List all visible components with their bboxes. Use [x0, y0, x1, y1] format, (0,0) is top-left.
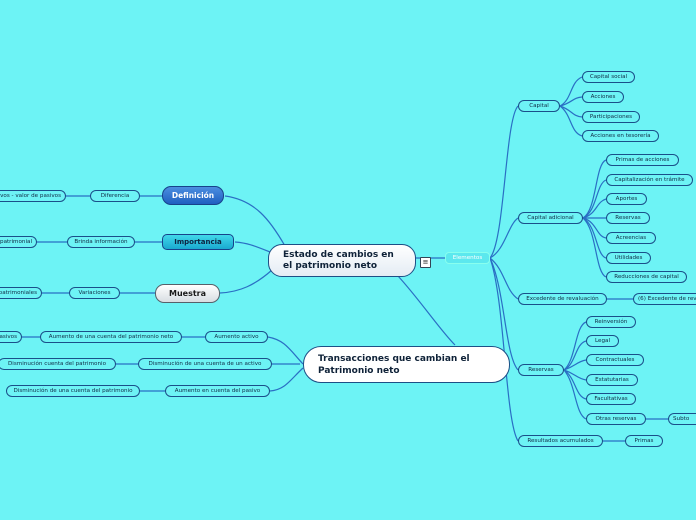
- elementos-node[interactable]: Elementos: [445, 252, 490, 264]
- capital-node[interactable]: Capital: [518, 100, 560, 112]
- definicion-node[interactable]: Definición: [162, 186, 224, 205]
- transacciones-node[interactable]: Transacciones que cambian el Patrimonio …: [303, 346, 510, 383]
- muestra-node[interactable]: Muestra: [155, 284, 220, 303]
- reservas-node[interactable]: Reservas: [518, 364, 564, 376]
- primas-acciones-node[interactable]: Primas de acciones: [606, 154, 679, 166]
- acciones-tesoreria-node[interactable]: Acciones en tesorería: [582, 130, 659, 142]
- patrimoniales-node[interactable]: patrimoniales: [0, 287, 42, 299]
- reservas-ca-node[interactable]: Reservas: [606, 212, 650, 224]
- pasivos-node[interactable]: pasivos: [0, 331, 22, 343]
- subtotal-node[interactable]: Subto: [668, 413, 696, 425]
- acreencias-node[interactable]: Acreencias: [606, 232, 656, 244]
- brinda-informacion-node[interactable]: Brinda información: [67, 236, 135, 248]
- excedente-child-node[interactable]: (6) Excedente de rev: [633, 293, 696, 305]
- variaciones-node[interactable]: Variaciones: [69, 287, 120, 299]
- capitalizacion-tramite-node[interactable]: Capitalización en trámite: [606, 174, 693, 186]
- disminucion-cuenta-node[interactable]: Disminución cuenta del patrimonio: [0, 358, 116, 370]
- resultados-acumulados-node[interactable]: Resultados acumulados: [518, 435, 603, 447]
- disminucion-cuenta-pn-node[interactable]: Disminución de una cuenta del patrimonio: [6, 385, 140, 397]
- reinversion-node[interactable]: Reinversión: [586, 316, 636, 328]
- aumento-pasivo-node[interactable]: Aumento en cuenta del pasivo: [165, 385, 270, 397]
- activos-pasivos-node[interactable]: activos - valor de pasivos: [0, 190, 66, 202]
- participaciones-node[interactable]: Participaciones: [582, 111, 640, 123]
- reducciones-capital-node[interactable]: Reducciones de capital: [606, 271, 687, 283]
- aportes-node[interactable]: Aportes: [606, 193, 647, 205]
- aumento-activo-node[interactable]: Aumento activo: [205, 331, 268, 343]
- patrimonial-node[interactable]: patrimonial: [0, 236, 37, 248]
- menu-icon[interactable]: ≡: [420, 257, 431, 268]
- excedente-revaluacion-node[interactable]: Excedente de revaluación: [518, 293, 607, 305]
- estatutarias-node[interactable]: Estatutarias: [586, 374, 638, 386]
- capital-social-node[interactable]: Capital social: [582, 71, 635, 83]
- central-topic[interactable]: Estado de cambios en el patrimonio neto: [268, 244, 416, 277]
- diferencia-node[interactable]: Diferencia: [90, 190, 140, 202]
- legal-node[interactable]: Legal: [586, 335, 619, 347]
- capital-adicional-node[interactable]: Capital adicional: [518, 212, 583, 224]
- aumento-cuenta-pn-node[interactable]: Aumento de una cuenta del patrimonio net…: [40, 331, 182, 343]
- otras-reservas-node[interactable]: Otras reservas: [586, 413, 646, 425]
- importancia-node[interactable]: Importancia: [162, 234, 234, 250]
- facultativas-node[interactable]: Facultativas: [586, 393, 636, 405]
- primas-node[interactable]: Primas: [625, 435, 663, 447]
- utilidades-node[interactable]: Utilidades: [606, 252, 651, 264]
- disminucion-activo-node[interactable]: Disminución de una cuenta de un activo: [138, 358, 272, 370]
- acciones-node[interactable]: Acciones: [582, 91, 624, 103]
- contractuales-node[interactable]: Contractuales: [586, 354, 644, 366]
